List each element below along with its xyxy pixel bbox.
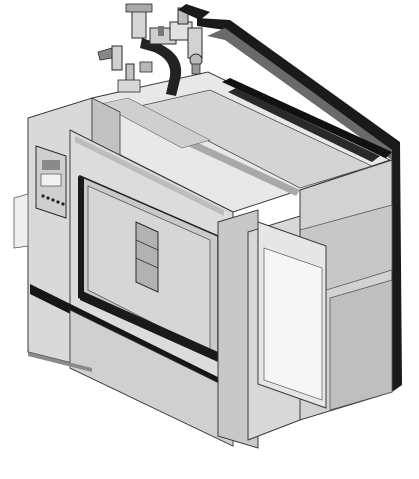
control-panel-icon bbox=[42, 160, 60, 170]
button-4[interactable] bbox=[56, 200, 60, 204]
loading-door[interactable] bbox=[78, 174, 219, 362]
valves-pipes bbox=[97, 3, 210, 96]
control-panel[interactable] bbox=[35, 145, 67, 219]
electrical-box bbox=[257, 221, 327, 409]
door-handle-icon[interactable] bbox=[135, 221, 159, 293]
rear-frame bbox=[197, 18, 402, 392]
display-screen bbox=[40, 173, 62, 187]
button-3[interactable] bbox=[51, 198, 55, 202]
button-5[interactable] bbox=[61, 202, 65, 206]
top-deck bbox=[74, 71, 392, 213]
valve-icon bbox=[178, 4, 210, 20]
pipe-elbow-icon bbox=[140, 38, 182, 96]
button-2[interactable] bbox=[46, 196, 50, 200]
kick-rail bbox=[28, 284, 248, 447]
button-1[interactable] bbox=[41, 194, 45, 198]
